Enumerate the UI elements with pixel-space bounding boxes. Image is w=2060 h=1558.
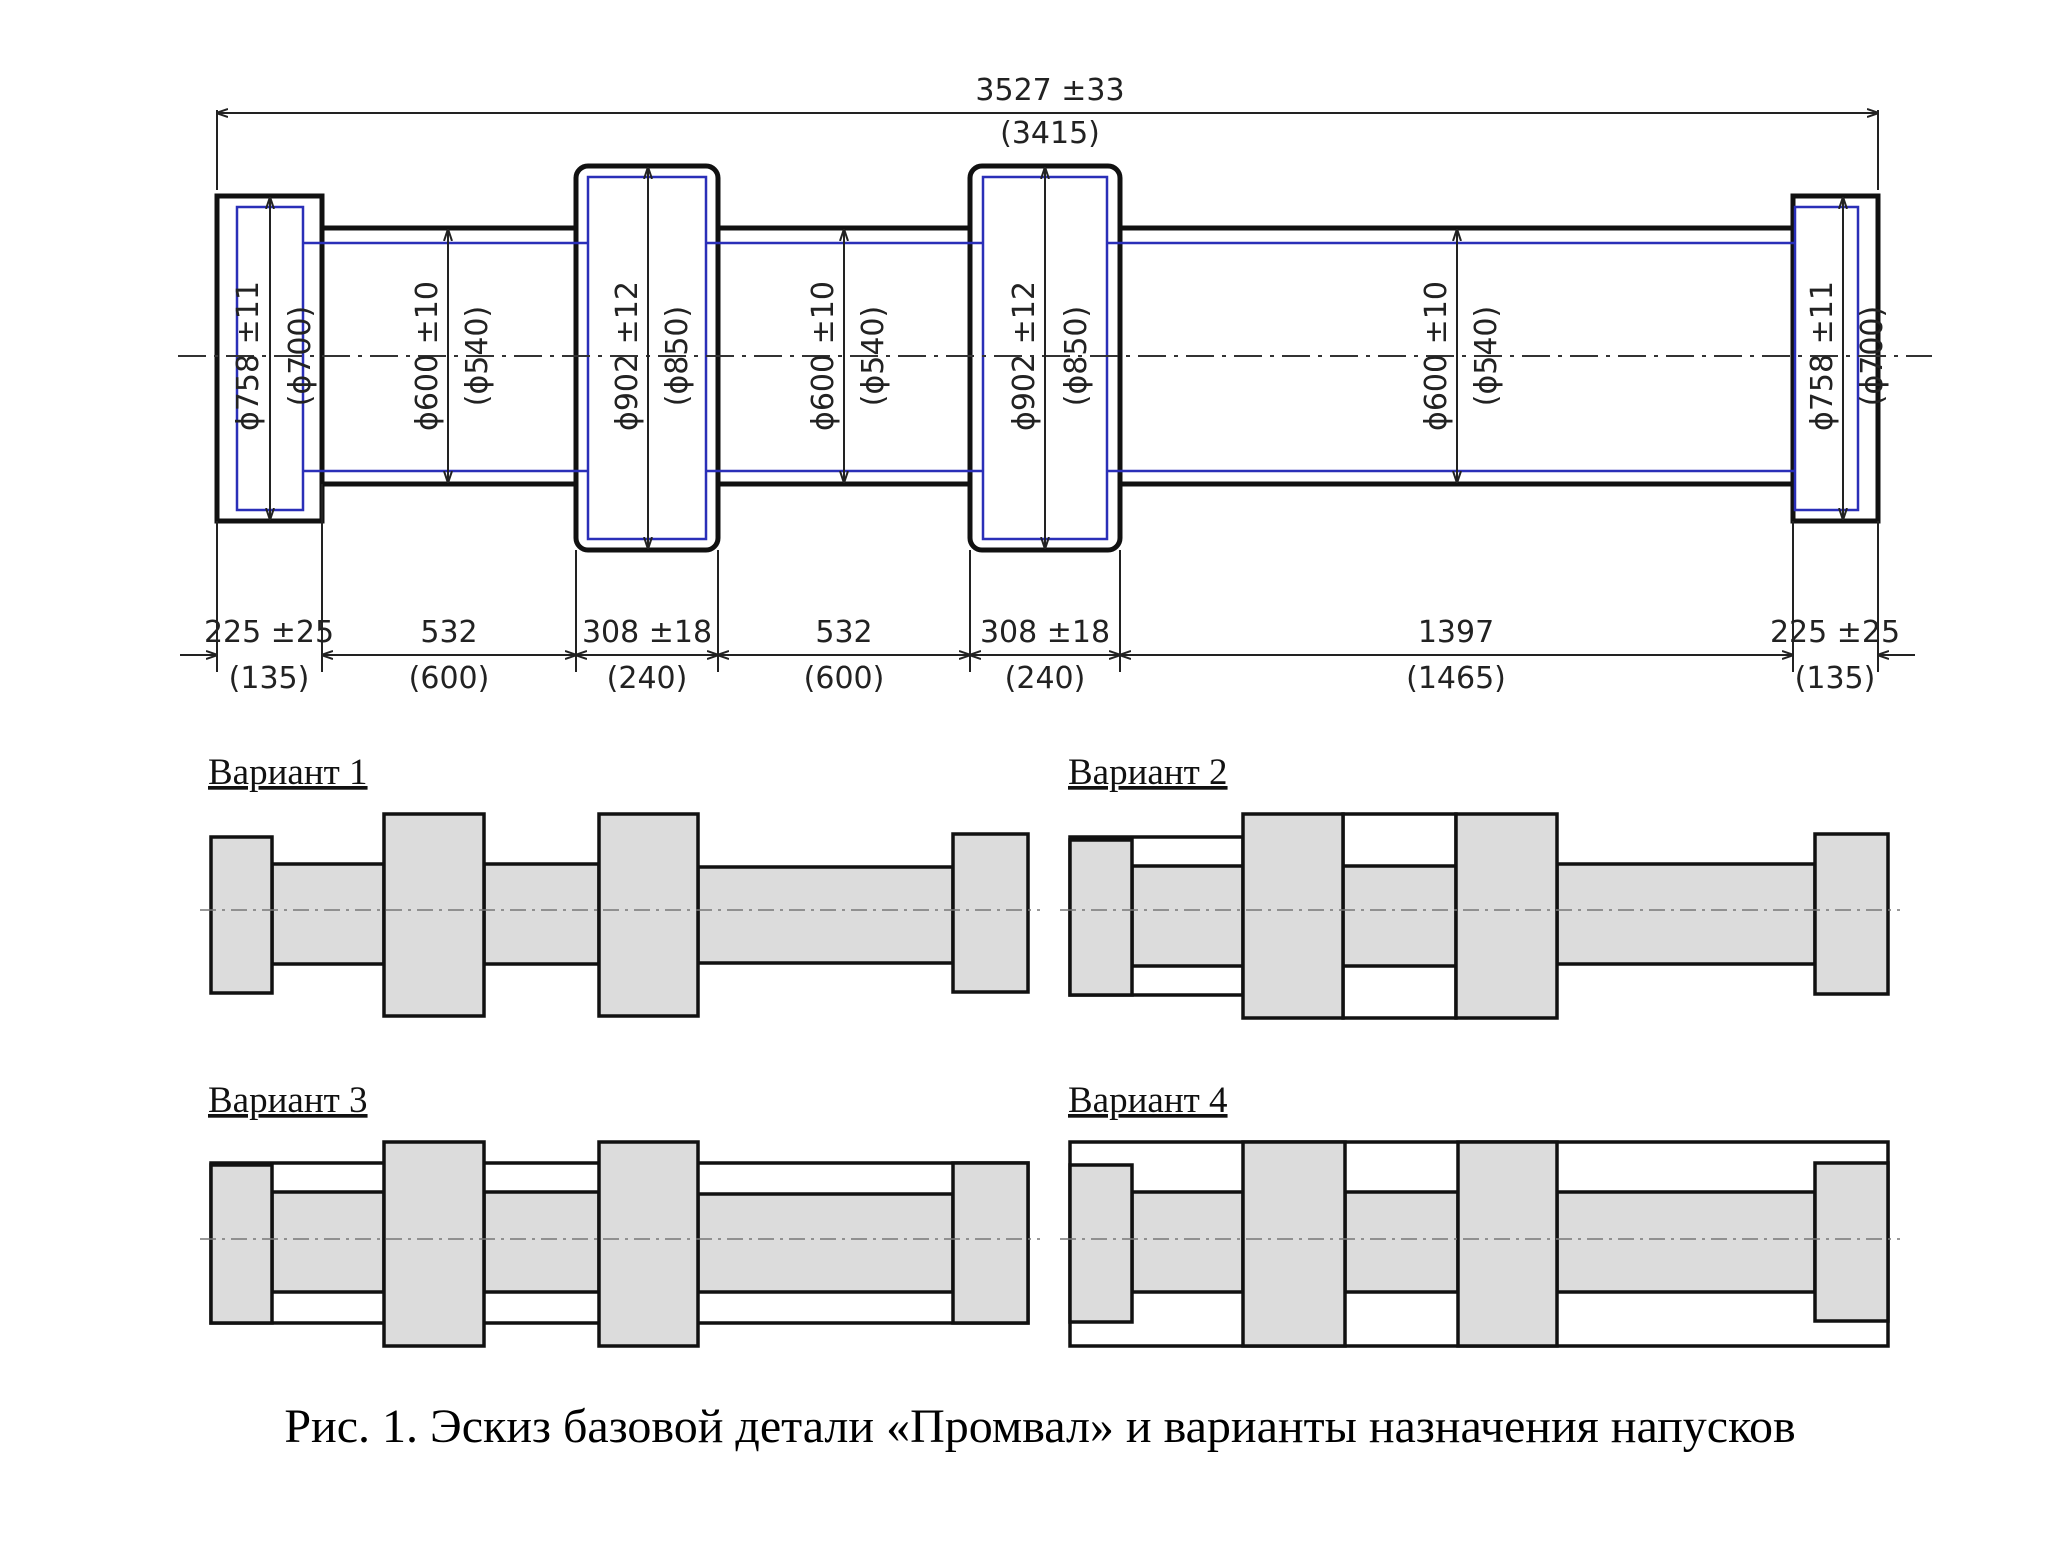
length-1-nominal: 225 ±25 <box>204 615 334 650</box>
length-3-nominal: 308 ±18 <box>582 615 712 650</box>
length-4-nominal: 532 <box>815 615 872 650</box>
variant-3-shape <box>209 1140 1030 1348</box>
length-7-forging: (135) <box>1795 661 1876 696</box>
variant-4-shape <box>1068 1140 1890 1348</box>
variant-1-label: Вариант 1 <box>208 752 368 793</box>
length-1-forging: (135) <box>229 661 310 696</box>
diameter-2-nominal: ϕ600 ±10 <box>410 281 445 431</box>
diameter-4-nominal: ϕ600 ±10 <box>806 281 841 431</box>
diameter-5-forging: (ϕ850) <box>1059 306 1094 406</box>
figure-caption: Рис. 1. Эскиз базовой детали «Промвал» и… <box>284 1400 1795 1453</box>
diameter-1-nominal: ϕ758 ±11 <box>231 281 266 431</box>
overall-length-forging: (3415) <box>1000 116 1100 151</box>
variant-2-label: Вариант 2 <box>1068 752 1228 793</box>
shaft-flange-right <box>1790 193 1881 524</box>
diameter-7-forging: (ϕ700) <box>1855 306 1890 406</box>
length-3-forging: (240) <box>607 661 688 696</box>
diameter-2-forging: (ϕ540) <box>460 306 495 406</box>
variant-1: Вариант 1 <box>200 752 1040 1018</box>
diameter-6-nominal: ϕ600 ±10 <box>1419 281 1454 431</box>
length-6-nominal: 1397 <box>1418 615 1494 650</box>
variant-3: Вариант 3 <box>200 1080 1040 1348</box>
length-6-forging: (1465) <box>1406 661 1506 696</box>
length-2-nominal: 532 <box>420 615 477 650</box>
variant-2-shape <box>1068 812 1890 1020</box>
diameter-3-forging: (ϕ850) <box>660 306 695 406</box>
shaft-drawing: 3527 ±33 (3415) <box>178 73 1932 696</box>
variant-4-label: Вариант 4 <box>1068 1080 1228 1121</box>
diameter-5-nominal: ϕ902 ±12 <box>1007 281 1042 431</box>
variant-2: Вариант 2 <box>1060 752 1900 1020</box>
length-5-nominal: 308 ±18 <box>980 615 1110 650</box>
diameter-1-forging: (ϕ700) <box>283 306 318 406</box>
variant-1-shape <box>209 812 1030 1018</box>
length-2-forging: (600) <box>409 661 490 696</box>
length-5-forging: (240) <box>1005 661 1086 696</box>
overall-length: 3527 ±33 <box>975 73 1124 108</box>
length-4-forging: (600) <box>804 661 885 696</box>
diameter-7-nominal: ϕ758 ±11 <box>1805 281 1840 431</box>
variant-3-label: Вариант 3 <box>208 1080 368 1121</box>
diameter-dimension-lines <box>270 168 1843 548</box>
diameter-labels: ϕ758 ±11 (ϕ700) ϕ600 ±10 (ϕ540) ϕ902 ±12… <box>231 281 1890 431</box>
diameter-4-forging: (ϕ540) <box>856 306 891 406</box>
diameter-6-forging: (ϕ540) <box>1469 306 1504 406</box>
length-labels: 225 ±25 (135) 532 (600) 308 ±18 (240) 53… <box>204 615 1900 696</box>
variant-4: Вариант 4 <box>1060 1080 1900 1348</box>
diameter-3-nominal: ϕ902 ±12 <box>610 281 645 431</box>
length-7-nominal: 225 ±25 <box>1770 615 1900 650</box>
